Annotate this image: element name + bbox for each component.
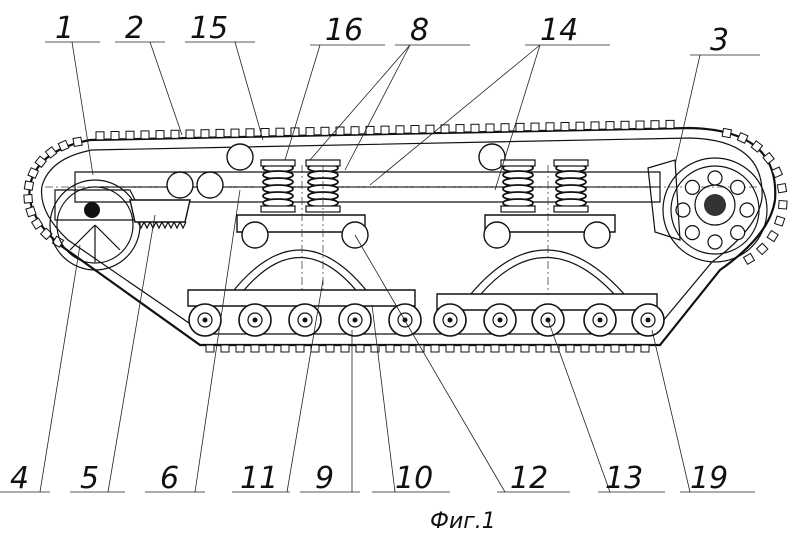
road-wheels [188,303,665,337]
label-12: 12 [510,461,548,496]
label-19: 19 [690,461,728,496]
label-9: 9 [315,461,334,496]
label-3: 3 [710,23,729,58]
leader-lines [0,41,760,493]
tensioner-rack [129,199,191,230]
bogie-left [229,165,371,300]
track-belt [23,119,788,353]
label-15: 15 [190,11,228,46]
label-8: 8 [410,13,429,48]
road-wheel-carriage-left [187,289,416,307]
label-16: 16 [325,13,363,48]
figure-caption: Фиг.1 [430,509,496,534]
label-14: 14 [540,13,578,48]
support-rollers-upper [166,143,506,199]
label-11: 11 [240,461,278,496]
bogie-right [469,165,626,300]
label-1: 1 [55,11,74,46]
label-5: 5 [80,461,99,496]
idler-wheel [49,179,146,271]
frame-beam [45,171,760,203]
label-10: 10 [395,461,433,496]
track-teeth [23,119,788,353]
label-2: 2 [125,11,144,46]
springs [260,159,589,213]
drive-sprocket [647,157,768,263]
label-6: 6 [160,461,179,496]
label-13: 13 [605,461,643,496]
reference-numerals: 1 2 15 16 8 14 3 4 5 6 11 9 10 12 13 19 [10,11,729,496]
label-4: 4 [10,461,29,496]
